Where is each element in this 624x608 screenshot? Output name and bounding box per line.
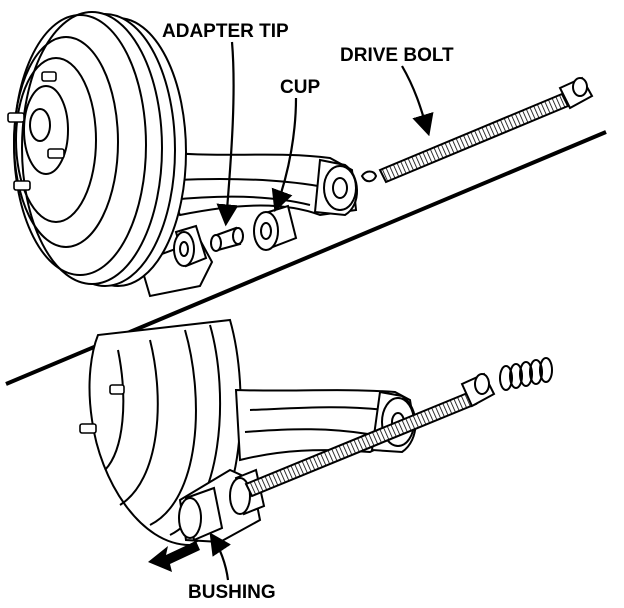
bottom-panel-assembly xyxy=(79,318,553,572)
bushing-bottom xyxy=(178,486,224,542)
wheel-studs-bottom xyxy=(79,384,125,434)
bushing-top xyxy=(173,224,208,268)
wheel-studs-top xyxy=(7,71,65,191)
label-bushing: BUSHING xyxy=(188,582,276,603)
brake-drum-top xyxy=(13,11,187,287)
label-cup: CUP xyxy=(280,77,320,98)
direction-arrow xyxy=(148,541,200,572)
leaders xyxy=(209,41,434,581)
drive-bolt-bottom xyxy=(244,372,496,498)
adapter-tip xyxy=(210,226,244,252)
spring xyxy=(499,357,553,391)
cup xyxy=(253,204,298,251)
label-drive-bolt: DRIVE BOLT xyxy=(340,45,454,66)
drive-bolt xyxy=(360,76,594,184)
label-adapter-tip: ADAPTER TIP xyxy=(162,21,289,42)
top-panel-assembly xyxy=(7,11,594,298)
